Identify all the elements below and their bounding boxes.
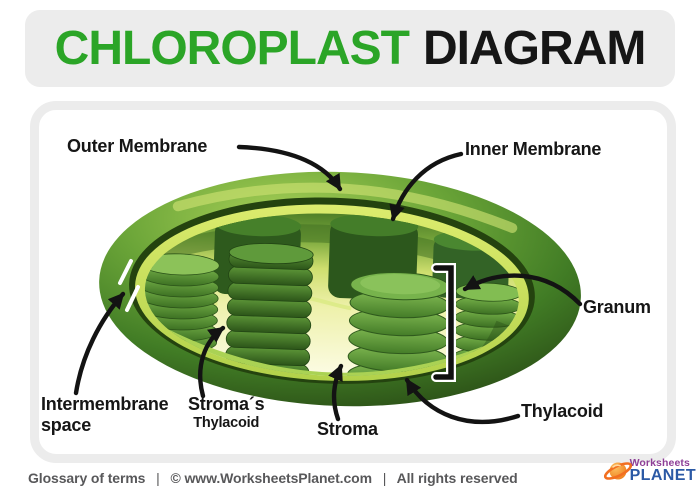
outer-membrane-arrow — [236, 144, 343, 192]
logo-text: Worksheets PLANET — [630, 458, 696, 484]
footer-rights: All rights reserved — [396, 470, 518, 486]
stroma-arrow — [328, 363, 344, 422]
page-title-diagram: DIAGRAM — [423, 21, 646, 75]
label-intermembrane-line1: Intermembrane — [41, 394, 169, 414]
granum-arrow — [462, 273, 583, 307]
label-stromas-line1: Stroma´s — [188, 394, 265, 414]
intermembrane-tick-marks — [118, 259, 140, 312]
inner-membrane-arrow — [389, 151, 464, 222]
stromas-thylacoid-arrow — [198, 325, 226, 399]
granum-bracket — [433, 265, 454, 380]
footer: Glossary of terms | © www.WorksheetsPlan… — [28, 470, 518, 486]
footer-glossary: Glossary of terms — [28, 470, 146, 486]
label-stromas-thylacoid: Stroma´s Thylacoid — [188, 394, 265, 432]
worksheets-planet-logo: Worksheets PLANET — [603, 456, 696, 486]
footer-copyright: © www.WorksheetsPlanet.com — [170, 470, 373, 486]
label-intermembrane-space: Intermembrane space — [41, 394, 169, 436]
label-stromas-line2: Thylacoid — [193, 415, 260, 431]
label-granum: Granum — [583, 297, 651, 317]
label-outer-membrane: Outer Membrane — [67, 136, 208, 156]
footer-separator: | — [382, 470, 387, 486]
label-inner-membrane: Inner Membrane — [465, 139, 602, 159]
footer-separator: | — [156, 470, 160, 486]
page-title-chloroplast: CHLOROPLAST — [54, 21, 410, 75]
thylacoid-arrow — [404, 377, 521, 425]
label-thylacoid: Thylacoid — [521, 401, 604, 421]
label-stroma: Stroma — [317, 419, 378, 439]
intermembrane-space-arrow — [73, 291, 126, 396]
chloroplast-body — [99, 171, 581, 407]
planet-icon — [603, 462, 632, 480]
label-intermembrane-line2: space — [41, 415, 92, 435]
logo-planet: PLANET — [629, 466, 696, 484]
logo-worksheets: Worksheets — [629, 457, 690, 470]
title-bar: CHLOROPLAST DIAGRAM — [25, 10, 675, 87]
